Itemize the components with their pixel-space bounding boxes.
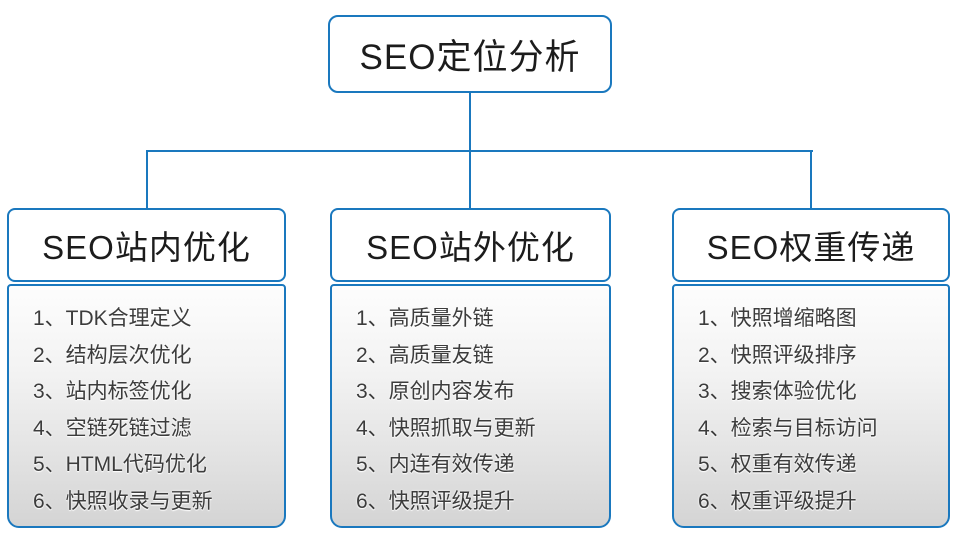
list-item: 1、TDK合理定义: [33, 307, 192, 330]
list-item: 5、内连有效传递: [356, 453, 515, 476]
header-weight-title: SEO权重传递: [706, 229, 916, 266]
list-item: 6、快照收录与更新: [33, 489, 213, 513]
connector-stub-middle: [469, 150, 471, 208]
list-item: 5、HTML代码优化: [33, 453, 207, 476]
connector-stub-left: [146, 150, 148, 208]
list-item: 3、原创内容发布: [356, 380, 515, 403]
list-onsite: 1、TDK合理定义 2、结构层次优化 3、站内标签优化 4、空链死链过滤 5、H…: [7, 284, 286, 528]
list-weight: 1、快照增缩略图 2、快照评级排序 3、搜索体验优化 4、检索与目标访问 5、权…: [672, 284, 950, 528]
list-item: 2、高质量友链: [356, 343, 494, 367]
header-weight: SEO权重传递: [672, 208, 950, 282]
connector-stub-right: [810, 150, 812, 208]
list-item: 4、快照抓取与更新: [356, 416, 536, 440]
list-offsite: 1、高质量外链 2、高质量友链 3、原创内容发布 4、快照抓取与更新 5、内连有…: [330, 284, 611, 528]
connector-root-drop: [469, 93, 471, 150]
header-onsite-title: SEO站内优化: [42, 229, 251, 266]
list-item: 1、快照增缩略图: [698, 307, 857, 330]
list-item: 6、权重评级提升: [698, 489, 857, 513]
list-item: 1、高质量外链: [356, 307, 494, 330]
list-item: 3、站内标签优化: [33, 380, 192, 403]
header-offsite-title: SEO站外优化: [366, 229, 575, 266]
list-item: 4、检索与目标访问: [698, 416, 878, 440]
list-item: 4、空链死链过滤: [33, 416, 192, 440]
list-item: 5、权重有效传递: [698, 453, 857, 476]
header-offsite: SEO站外优化: [330, 208, 611, 282]
list-item: 2、快照评级排序: [698, 343, 857, 367]
header-onsite: SEO站内优化: [7, 208, 286, 282]
connector-horizontal: [146, 150, 813, 152]
list-item: 2、结构层次优化: [33, 343, 192, 367]
root-node: SEO定位分析: [328, 15, 612, 93]
list-item: 3、搜索体验优化: [698, 380, 857, 403]
root-title: SEO定位分析: [359, 37, 581, 77]
list-item: 6、快照评级提升: [356, 489, 515, 513]
